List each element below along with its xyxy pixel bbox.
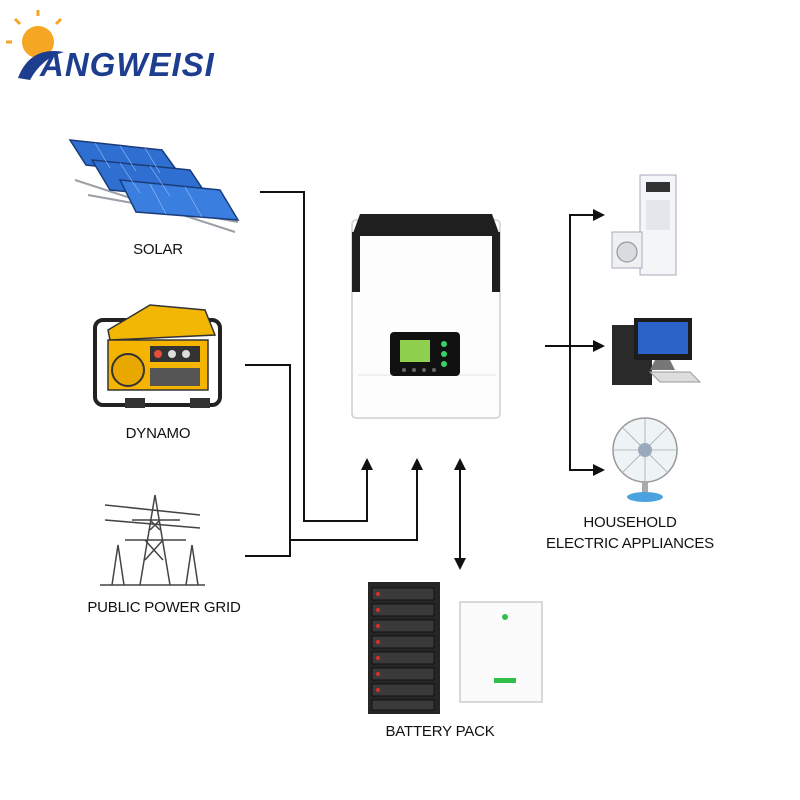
power-tower-icon	[100, 494, 205, 586]
logo-sun-icon	[6, 10, 64, 80]
wiring	[245, 191, 595, 560]
household-label-line2: ELECTRIC APPLIANCES	[546, 535, 714, 552]
air-conditioner-icon	[611, 174, 677, 276]
inverter-icon	[351, 214, 501, 419]
computer-icon	[612, 318, 702, 385]
solar-label: SOLAR	[133, 241, 183, 258]
generator-icon	[93, 304, 222, 408]
dynamo-label: DYNAMO	[125, 425, 191, 442]
brand-logo: ANGWEISI	[40, 46, 215, 83]
solar-panel-icon	[68, 139, 240, 233]
household-label-line1: HOUSEHOLD	[583, 514, 677, 531]
battery-rack-icon	[368, 582, 440, 714]
grid-label: PUBLIC POWER GRID	[87, 599, 241, 616]
battery-label: BATTERY PACK	[385, 723, 495, 740]
household-label: HOUSEHOLD ELECTRIC APPLIANCES	[540, 512, 720, 554]
fan-icon	[612, 417, 678, 502]
wall-battery-icon	[459, 601, 543, 703]
arrowheads	[361, 209, 605, 570]
